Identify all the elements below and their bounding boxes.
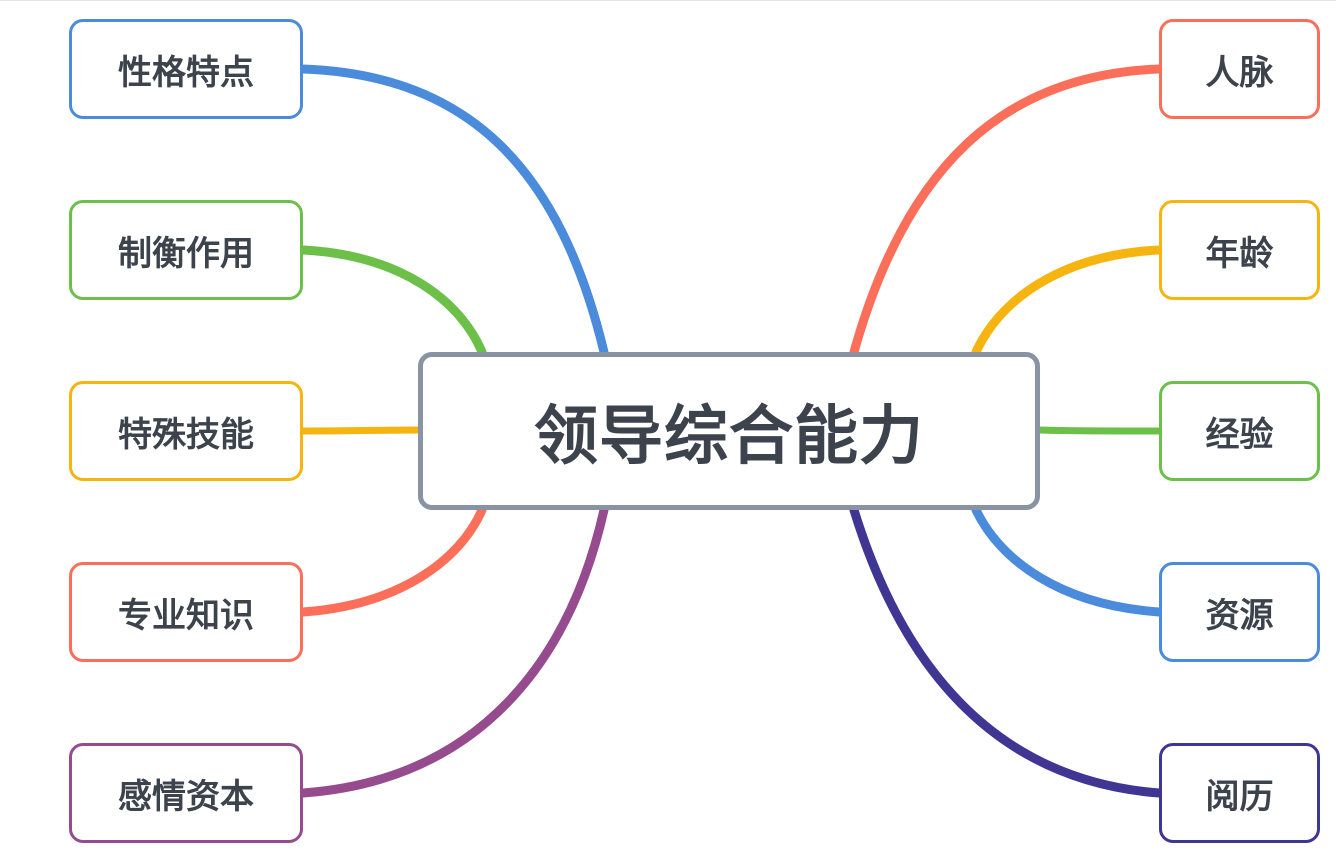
branch-label: 经验 — [1205, 414, 1274, 455]
central-topic-label: 领导综合能力 — [534, 400, 924, 474]
connector-teshu — [299, 426, 422, 435]
branch-teshu-jineng[interactable]: 特殊技能 — [69, 381, 303, 481]
branch-label: 阅历 — [1205, 776, 1274, 817]
branch-xingge-tedian[interactable]: 性格特点 — [69, 19, 303, 119]
top-divider — [0, 0, 1336, 1]
branch-label: 年龄 — [1205, 233, 1274, 274]
connector-ziyuan — [971, 505, 1164, 617]
branch-label: 制衡作用 — [118, 233, 254, 274]
connector-nianling — [971, 245, 1164, 357]
connector-jingyan — [1036, 426, 1163, 435]
branch-label: 专业知识 — [118, 595, 254, 636]
branch-zhiheng-zuoyong[interactable]: 制衡作用 — [69, 200, 303, 300]
connector-yueli — [849, 505, 1164, 798]
central-topic[interactable]: 领导综合能力 — [418, 352, 1040, 510]
connector-zhiheng — [298, 245, 487, 357]
branch-label: 资源 — [1205, 595, 1274, 636]
branch-zhuanye-zhishi[interactable]: 专业知识 — [69, 562, 303, 662]
branch-ganqing-ziben[interactable]: 感情资本 — [69, 743, 303, 843]
branch-ziyuan[interactable]: 资源 — [1159, 562, 1320, 662]
branch-renmai[interactable]: 人脉 — [1159, 19, 1320, 119]
branch-jingyan[interactable]: 经验 — [1159, 381, 1320, 481]
connector-renmai — [849, 64, 1164, 357]
connector-ganqing — [298, 505, 609, 798]
branch-yueli[interactable]: 阅历 — [1159, 743, 1320, 843]
connector-zhuanye — [298, 505, 487, 617]
branch-label: 感情资本 — [118, 776, 254, 817]
branch-label: 性格特点 — [118, 52, 254, 93]
branch-label: 特殊技能 — [118, 414, 254, 455]
branch-label: 人脉 — [1205, 52, 1274, 93]
branch-nianling[interactable]: 年龄 — [1159, 200, 1320, 300]
connector-xingge — [298, 64, 609, 357]
